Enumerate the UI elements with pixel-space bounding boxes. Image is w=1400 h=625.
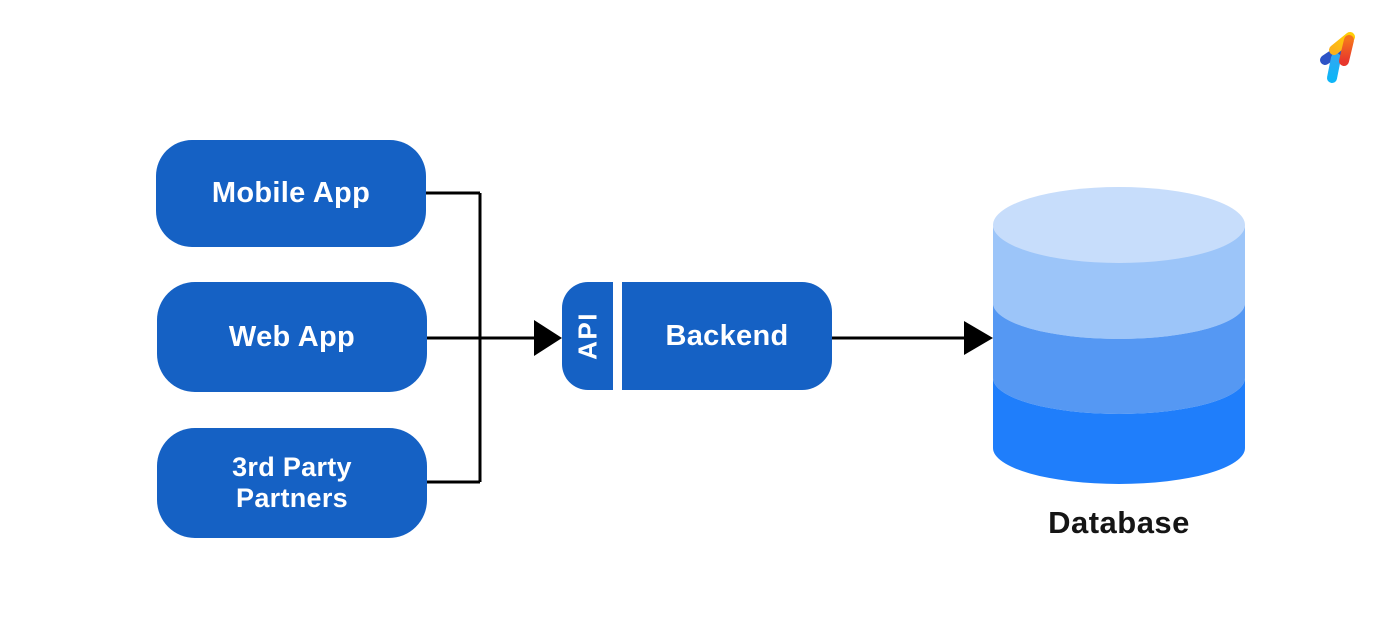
node-third-party-partners: 3rd Party Partners — [157, 428, 427, 538]
node-api: API — [562, 282, 613, 390]
database-cylinder-icon — [993, 187, 1245, 484]
arrow-head-icon — [964, 321, 993, 355]
cylinder-lower-band — [993, 378, 1245, 484]
node-web-app: Web App — [157, 282, 427, 392]
logo-red-stroke — [1339, 35, 1354, 66]
brand-logo-icon — [1320, 32, 1355, 83]
node-backend-label: Backend — [665, 319, 789, 352]
database-label: Database — [1048, 505, 1190, 540]
node-api-label: API — [572, 312, 602, 360]
cylinder-upper-band — [993, 225, 1245, 339]
logo-cyan-stroke — [1327, 53, 1341, 83]
arrow-head-icon — [534, 320, 562, 356]
cylinder-middle-band — [993, 303, 1245, 414]
node-mobile-app: Mobile App — [156, 140, 426, 247]
node-third-party-partners-label: 3rd Party Partners — [232, 451, 352, 513]
node-web-app-label: Web App — [228, 320, 356, 353]
node-backend: Backend — [622, 282, 832, 390]
cylinder-top-ellipse — [993, 187, 1245, 263]
connector-lines — [426, 191, 965, 484]
node-mobile-app-label: Mobile App — [211, 177, 371, 209]
